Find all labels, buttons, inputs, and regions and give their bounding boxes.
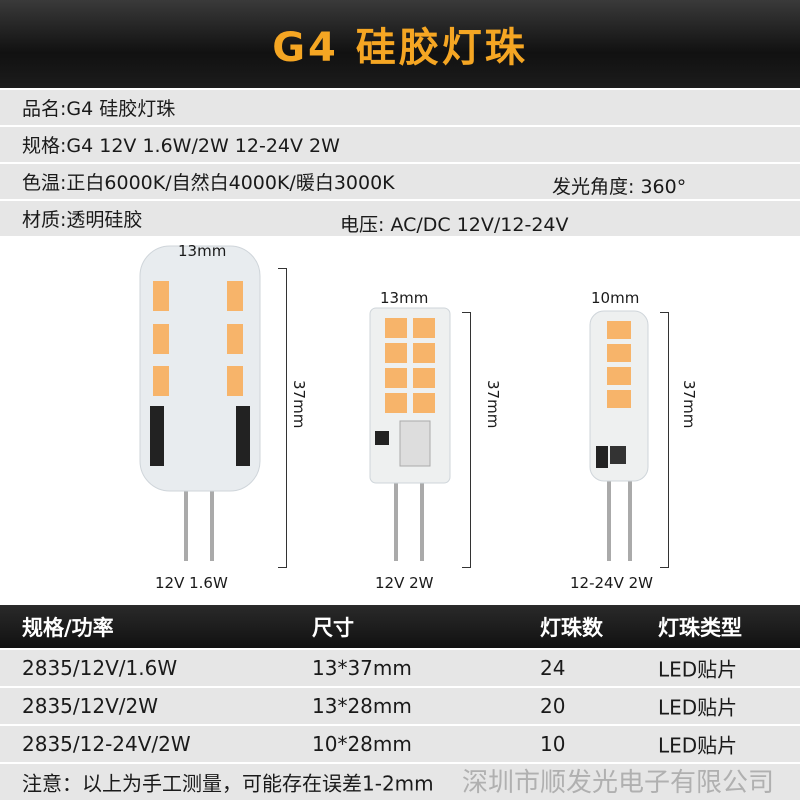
bulb-2-label: 12V 2W [375,574,434,592]
bulb-3-height: 37mm [680,380,698,429]
cell: 2835/12V/1.6W [22,656,178,680]
bulb-1-width: 13mm [178,242,227,260]
cell: 13*37mm [312,656,412,680]
spec-text: 规格:G4 12V 1.6W/2W 12-24V 2W [22,135,340,157]
spec-row-spec: 规格:G4 12V 1.6W/2W 12-24V 2W [0,127,800,162]
note-text: 注意：以上为手工测量，可能存在误差1-2mm [22,771,434,796]
header-count: 灯珠数 [540,615,603,640]
spec-row-color: 色温:正白6000K/自然白4000K/暖白3000K 发光角度: 360° [0,164,800,199]
header-spec: 规格/功率 [22,615,114,640]
table-row: 2835/12-24V/2W 10*28mm 10 LED贴片 [0,726,800,762]
dimension-line [660,312,669,568]
color-temp: 色温:正白6000K/自然白4000K/暖白3000K [22,172,395,194]
product-name: 品名:G4 硅胶灯珠 [22,98,176,120]
cell: 13*28mm [312,694,412,718]
bulb-2-image [369,307,451,561]
watermark: 深圳市顺发光电子有限公司 [462,768,775,798]
material: 材质:透明硅胶 [22,209,143,231]
table-row: 2835/12V/2W 13*28mm 20 LED贴片 [0,688,800,724]
bulb-3-image [589,310,649,561]
bulb-2-width: 13mm [380,289,429,307]
header-type: 灯珠类型 [658,615,742,640]
bulb-illustrations [139,245,649,561]
cell: 2835/12V/2W [22,694,159,718]
dimension-line [462,312,471,568]
bulb-2-height: 37mm [484,380,502,429]
beam-angle: 发光角度: 360° [552,176,687,198]
voltage: 电压: AC/DC 12V/12-24V [340,214,569,236]
cell: LED贴片 [658,695,738,720]
page-title: G4 硅胶灯珠 [0,0,800,88]
cell: 2835/12-24V/2W [22,732,191,756]
bulb-3-width: 10mm [591,289,640,307]
bulb-3-label: 12-24V 2W [570,574,653,592]
header-size: 尺寸 [312,615,354,640]
cell: LED贴片 [658,657,738,682]
cell: LED贴片 [658,733,738,758]
cell: 10 [540,732,566,756]
cell: 20 [540,694,566,718]
title-text: G4 硅胶灯珠 [272,25,528,71]
bulb-1-label: 12V 1.6W [155,574,228,592]
bulb-1-height: 37mm [290,380,308,429]
dimension-line [278,268,287,568]
table-header: 规格/功率 尺寸 灯珠数 灯珠类型 [0,605,800,648]
cell: 10*28mm [312,732,412,756]
spec-row-name: 品名:G4 硅胶灯珠 [0,90,800,125]
note-row: 注意：以上为手工测量，可能存在误差1-2mm [0,764,800,800]
spec-row-material: 材质:透明硅胶 电压: AC/DC 12V/12-24V [0,201,800,236]
cell: 24 [540,656,566,680]
table-row: 2835/12V/1.6W 13*37mm 24 LED贴片 [0,650,800,686]
bulb-1-image [139,245,261,561]
